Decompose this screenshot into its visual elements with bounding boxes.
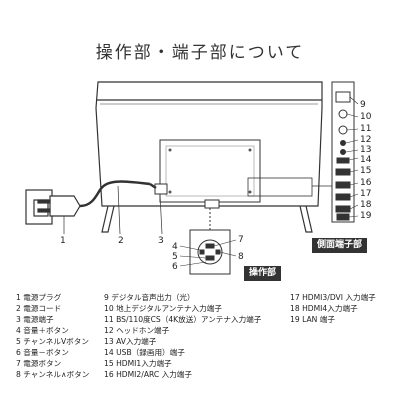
legend-item: 16 HDMI2/ARC 入力端子 bbox=[104, 370, 192, 379]
legend-item: 17 HDMI3/DVI 入力端子 bbox=[290, 293, 376, 302]
legend-item: 14 USB（録画用）端子 bbox=[104, 348, 185, 357]
callout-7: 7 bbox=[238, 235, 244, 245]
legend-item: 13 AV入力端子 bbox=[104, 337, 157, 346]
side-terminal-panel bbox=[331, 81, 355, 223]
legend-item: 10 地上デジタルアンテナ入力端子 bbox=[104, 304, 222, 313]
callout-17: 17 bbox=[360, 189, 372, 199]
power-plug bbox=[37, 195, 81, 217]
callout-10: 10 bbox=[360, 112, 372, 122]
tv-stand-legs bbox=[101, 205, 313, 233]
legend-item: 6 音量－ボタン bbox=[16, 348, 69, 357]
control-button-area bbox=[204, 199, 220, 209]
page-title: 操作部・端子部について bbox=[95, 43, 305, 63]
callout-11: 11 bbox=[360, 124, 372, 134]
callout-19: 19 bbox=[360, 211, 372, 221]
callout-16: 16 bbox=[360, 178, 372, 188]
side-callout-lines bbox=[345, 96, 359, 218]
legend-item: 12 ヘッドホン端子 bbox=[104, 326, 170, 335]
tv-rear-diagram bbox=[25, 81, 359, 275]
legend-item: 9 デジタル音声出力（光） bbox=[104, 293, 195, 302]
side-terminal-badge: 側面端子部 bbox=[312, 238, 368, 253]
legend-item: 8 チャンネル∧ボタン bbox=[16, 370, 90, 379]
control-panel-badge: 操作部 bbox=[244, 266, 282, 281]
legend-item: 2 電源コード bbox=[16, 304, 62, 313]
callout-8: 8 bbox=[238, 252, 244, 262]
callout-13: 13 bbox=[360, 145, 372, 155]
callout-4: 4 bbox=[172, 242, 178, 252]
legend-item: 11 BS/110度CS（4K放送）アンテナ入力端子 bbox=[104, 315, 262, 324]
legend-item: 3 電源端子 bbox=[16, 315, 54, 324]
legend-column-2: 9 デジタル音声出力（光） 10 地上デジタルアンテナ入力端子 11 BS/11… bbox=[104, 292, 289, 380]
legend-item: 7 電源ボタン bbox=[16, 359, 62, 368]
legend-item: 5 チャンネルVボタン bbox=[16, 337, 89, 346]
callout-15: 15 bbox=[360, 166, 372, 176]
legend-item: 15 HDMI1入力端子 bbox=[104, 359, 172, 368]
power-terminal bbox=[154, 183, 168, 195]
legend-item: 1 電源プラグ bbox=[16, 293, 62, 302]
callout-6: 6 bbox=[172, 262, 178, 272]
mounting-screws bbox=[168, 148, 252, 194]
callout-3: 3 bbox=[158, 236, 164, 246]
callout-18: 18 bbox=[360, 200, 372, 210]
callout-9: 9 bbox=[360, 100, 366, 110]
callout-12: 12 bbox=[360, 135, 372, 145]
callout-lines bbox=[63, 185, 163, 235]
callout-14: 14 bbox=[360, 155, 372, 165]
control-callout-lines bbox=[179, 239, 237, 267]
power-cord bbox=[79, 180, 151, 208]
callout-2: 2 bbox=[118, 236, 124, 246]
legend-item: 18 HDMI4入力端子 bbox=[290, 304, 358, 313]
legend-item: 19 LAN 端子 bbox=[290, 315, 335, 324]
legend-column-3: 17 HDMI3/DVI 入力端子 18 HDMI4入力端子 19 LAN 端子 bbox=[290, 292, 398, 325]
callout-1: 1 bbox=[60, 236, 66, 246]
legend-item: 4 音量＋ボタン bbox=[16, 326, 69, 335]
control-panel-zoom bbox=[189, 208, 231, 275]
legend-column-1: 1 電源プラグ 2 電源コード 3 電源端子 4 音量＋ボタン 5 チャンネルV… bbox=[16, 292, 111, 380]
rear-center-housing bbox=[159, 139, 261, 203]
wall-outlet bbox=[25, 189, 53, 225]
callout-5: 5 bbox=[172, 252, 178, 262]
